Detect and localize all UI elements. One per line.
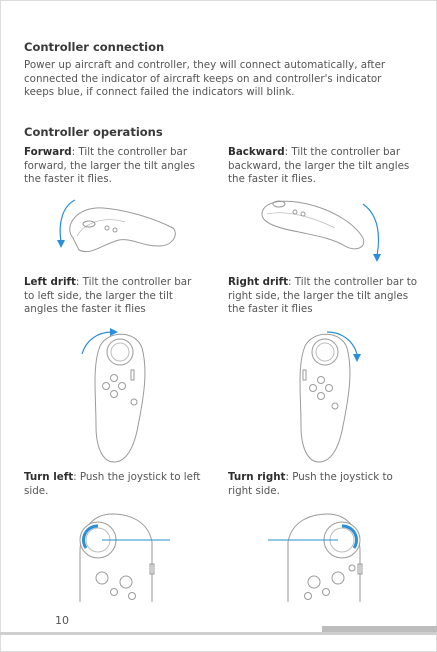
forward-illustration (55, 192, 185, 262)
left-drift-illustration (78, 326, 158, 466)
left-drift-term: Left drift (24, 276, 76, 288)
right-drift-desc: : Tilt the controller bar to right side,… (228, 276, 418, 316)
turn-left-illustration (66, 512, 176, 604)
footer-bar (0, 632, 437, 635)
turn-left-desc: : Push the joystick to left side. (24, 471, 201, 497)
turn-right-desc: : Push the joystick to right side. (228, 471, 393, 497)
forward-term: Forward (24, 146, 72, 158)
forward-text: Forward: Tilt the controller bar forward… (24, 146, 204, 187)
turn-right-illustration (264, 512, 374, 604)
right-drift-illustration (283, 326, 363, 466)
turn-left-term: Turn left (24, 471, 74, 483)
footer-accent-bar (322, 626, 437, 632)
turn-left-text: Turn left: Push the joystick to left sid… (24, 471, 204, 498)
left-drift-desc: : Tilt the controller bar to left side, … (24, 276, 192, 316)
operations-heading: Controller operations (24, 125, 163, 139)
page-number: 10 (55, 614, 69, 627)
backward-text: Backward: Tilt the controller bar backwa… (228, 146, 413, 187)
turn-right-text: Turn right: Push the joystick to right s… (228, 471, 413, 498)
right-drift-term: Right drift (228, 276, 289, 288)
backward-desc: : Tilt the controller bar backward, the … (228, 146, 410, 186)
right-drift-text: Right drift: Tilt the controller bar to … (228, 276, 418, 317)
backward-illustration (255, 190, 385, 265)
left-drift-text: Left drift: Tilt the controller bar to l… (24, 276, 204, 317)
connection-heading: Controller connection (24, 40, 165, 54)
backward-term: Backward (228, 146, 285, 158)
turn-right-term: Turn right (228, 471, 286, 483)
forward-desc: : Tilt the controller bar forward, the l… (24, 146, 195, 186)
connection-body: Power up aircraft and controller, they w… (24, 59, 386, 99)
